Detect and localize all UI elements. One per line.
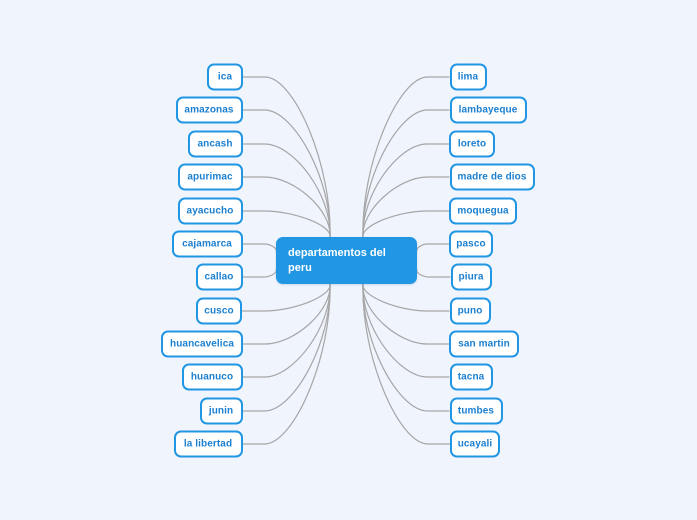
branch-node-label: callao xyxy=(204,271,234,282)
branch-node-label: moquegua xyxy=(457,205,509,216)
branch-node-label: amazonas xyxy=(184,104,234,115)
branch-node-label: tumbes xyxy=(457,405,495,416)
edge-madre-de-dios xyxy=(362,176,450,238)
branch-node-label: ayacucho xyxy=(186,205,234,216)
branch-node-label: junin xyxy=(208,405,234,416)
edge-tumbes xyxy=(362,283,450,412)
edge-cusco xyxy=(242,283,331,312)
edge-tacna xyxy=(362,283,450,378)
edge-moquegua xyxy=(362,210,449,238)
branch-node-lambayeque[interactable]: lambayeque xyxy=(449,96,527,124)
branch-node-ayacucho[interactable]: ayacucho xyxy=(177,197,243,225)
edge-huancavelica xyxy=(243,283,331,345)
edge-la-libertad xyxy=(242,283,331,445)
branch-node-label: ucayali xyxy=(457,438,493,449)
center-node[interactable]: departamentos del peru xyxy=(276,237,417,284)
branch-node-tumbes[interactable]: tumbes xyxy=(449,397,503,425)
branch-node-label: ancash xyxy=(197,138,233,149)
edge-puno xyxy=(362,283,450,312)
edge-loreto xyxy=(362,143,449,238)
branch-node-label: cajamarca xyxy=(182,238,232,249)
edge-apurimac xyxy=(242,176,331,238)
branch-node-amazonas[interactable]: amazonas xyxy=(175,96,243,124)
edge-san-martin xyxy=(362,283,449,345)
branch-node-junin[interactable]: junin xyxy=(199,397,243,425)
edge-huanuco xyxy=(242,283,331,378)
center-node-label: departamentos del peru xyxy=(288,246,386,274)
branch-node-piura[interactable]: piura xyxy=(450,263,492,291)
branch-node-label: tacna xyxy=(457,371,485,382)
branch-node-cajamarca[interactable]: cajamarca xyxy=(171,230,243,258)
branch-node-label: pasco xyxy=(456,238,486,249)
edge-pasco xyxy=(416,243,449,252)
branch-node-pasco[interactable]: pasco xyxy=(449,230,493,258)
branch-node-tacna[interactable]: tacna xyxy=(449,363,493,391)
edge-ucayali xyxy=(362,283,450,445)
branch-node-label: cusco xyxy=(204,305,234,316)
branch-node-callao[interactable]: callao xyxy=(195,263,243,291)
branch-node-ica[interactable]: ica xyxy=(207,63,243,91)
edge-lima xyxy=(362,76,450,238)
branch-node-huanuco[interactable]: huanuco xyxy=(181,363,243,391)
edge-ica xyxy=(243,76,331,238)
branch-node-san-martin[interactable]: san martin xyxy=(449,330,519,358)
branch-node-apurimac[interactable]: apurimac xyxy=(177,163,243,191)
branch-node-madre-de-dios[interactable]: madre de dios xyxy=(449,163,535,191)
branch-node-ucayali[interactable]: ucayali xyxy=(450,430,500,458)
branch-node-lima[interactable]: lima xyxy=(449,63,487,91)
branch-node-label: apurimac xyxy=(187,171,233,182)
edge-lambayeque xyxy=(362,109,450,238)
branch-node-label: piura xyxy=(458,271,484,282)
edge-junin xyxy=(242,283,331,412)
branch-node-la-libertad[interactable]: la libertad xyxy=(173,430,243,458)
edge-amazonas xyxy=(242,109,331,238)
branch-node-label: san martin xyxy=(458,338,510,349)
branch-node-moquegua[interactable]: moquegua xyxy=(449,197,517,225)
branch-node-label: loreto xyxy=(457,138,487,149)
branch-node-label: la libertad xyxy=(183,438,233,449)
branch-node-label: puno xyxy=(457,305,483,316)
branch-node-huancavelica[interactable]: huancavelica xyxy=(161,330,243,358)
branch-node-label: huanuco xyxy=(190,371,234,382)
edge-ayacucho xyxy=(242,210,331,238)
branch-node-label: huancavelica xyxy=(170,338,235,349)
branch-node-label: lima xyxy=(457,71,479,82)
edge-cajamarca xyxy=(242,243,277,252)
edge-piura xyxy=(416,269,451,278)
branch-node-cusco[interactable]: cusco xyxy=(196,297,242,325)
branch-node-label: lambayeque xyxy=(458,104,518,115)
edge-ancash xyxy=(242,143,331,238)
branch-node-ancash[interactable]: ancash xyxy=(187,130,243,158)
branch-node-label: madre de dios xyxy=(457,171,527,182)
branch-node-label: ica xyxy=(217,71,233,82)
edge-callao xyxy=(242,269,277,278)
branch-node-loreto[interactable]: loreto xyxy=(449,130,495,158)
branch-node-puno[interactable]: puno xyxy=(449,297,491,325)
